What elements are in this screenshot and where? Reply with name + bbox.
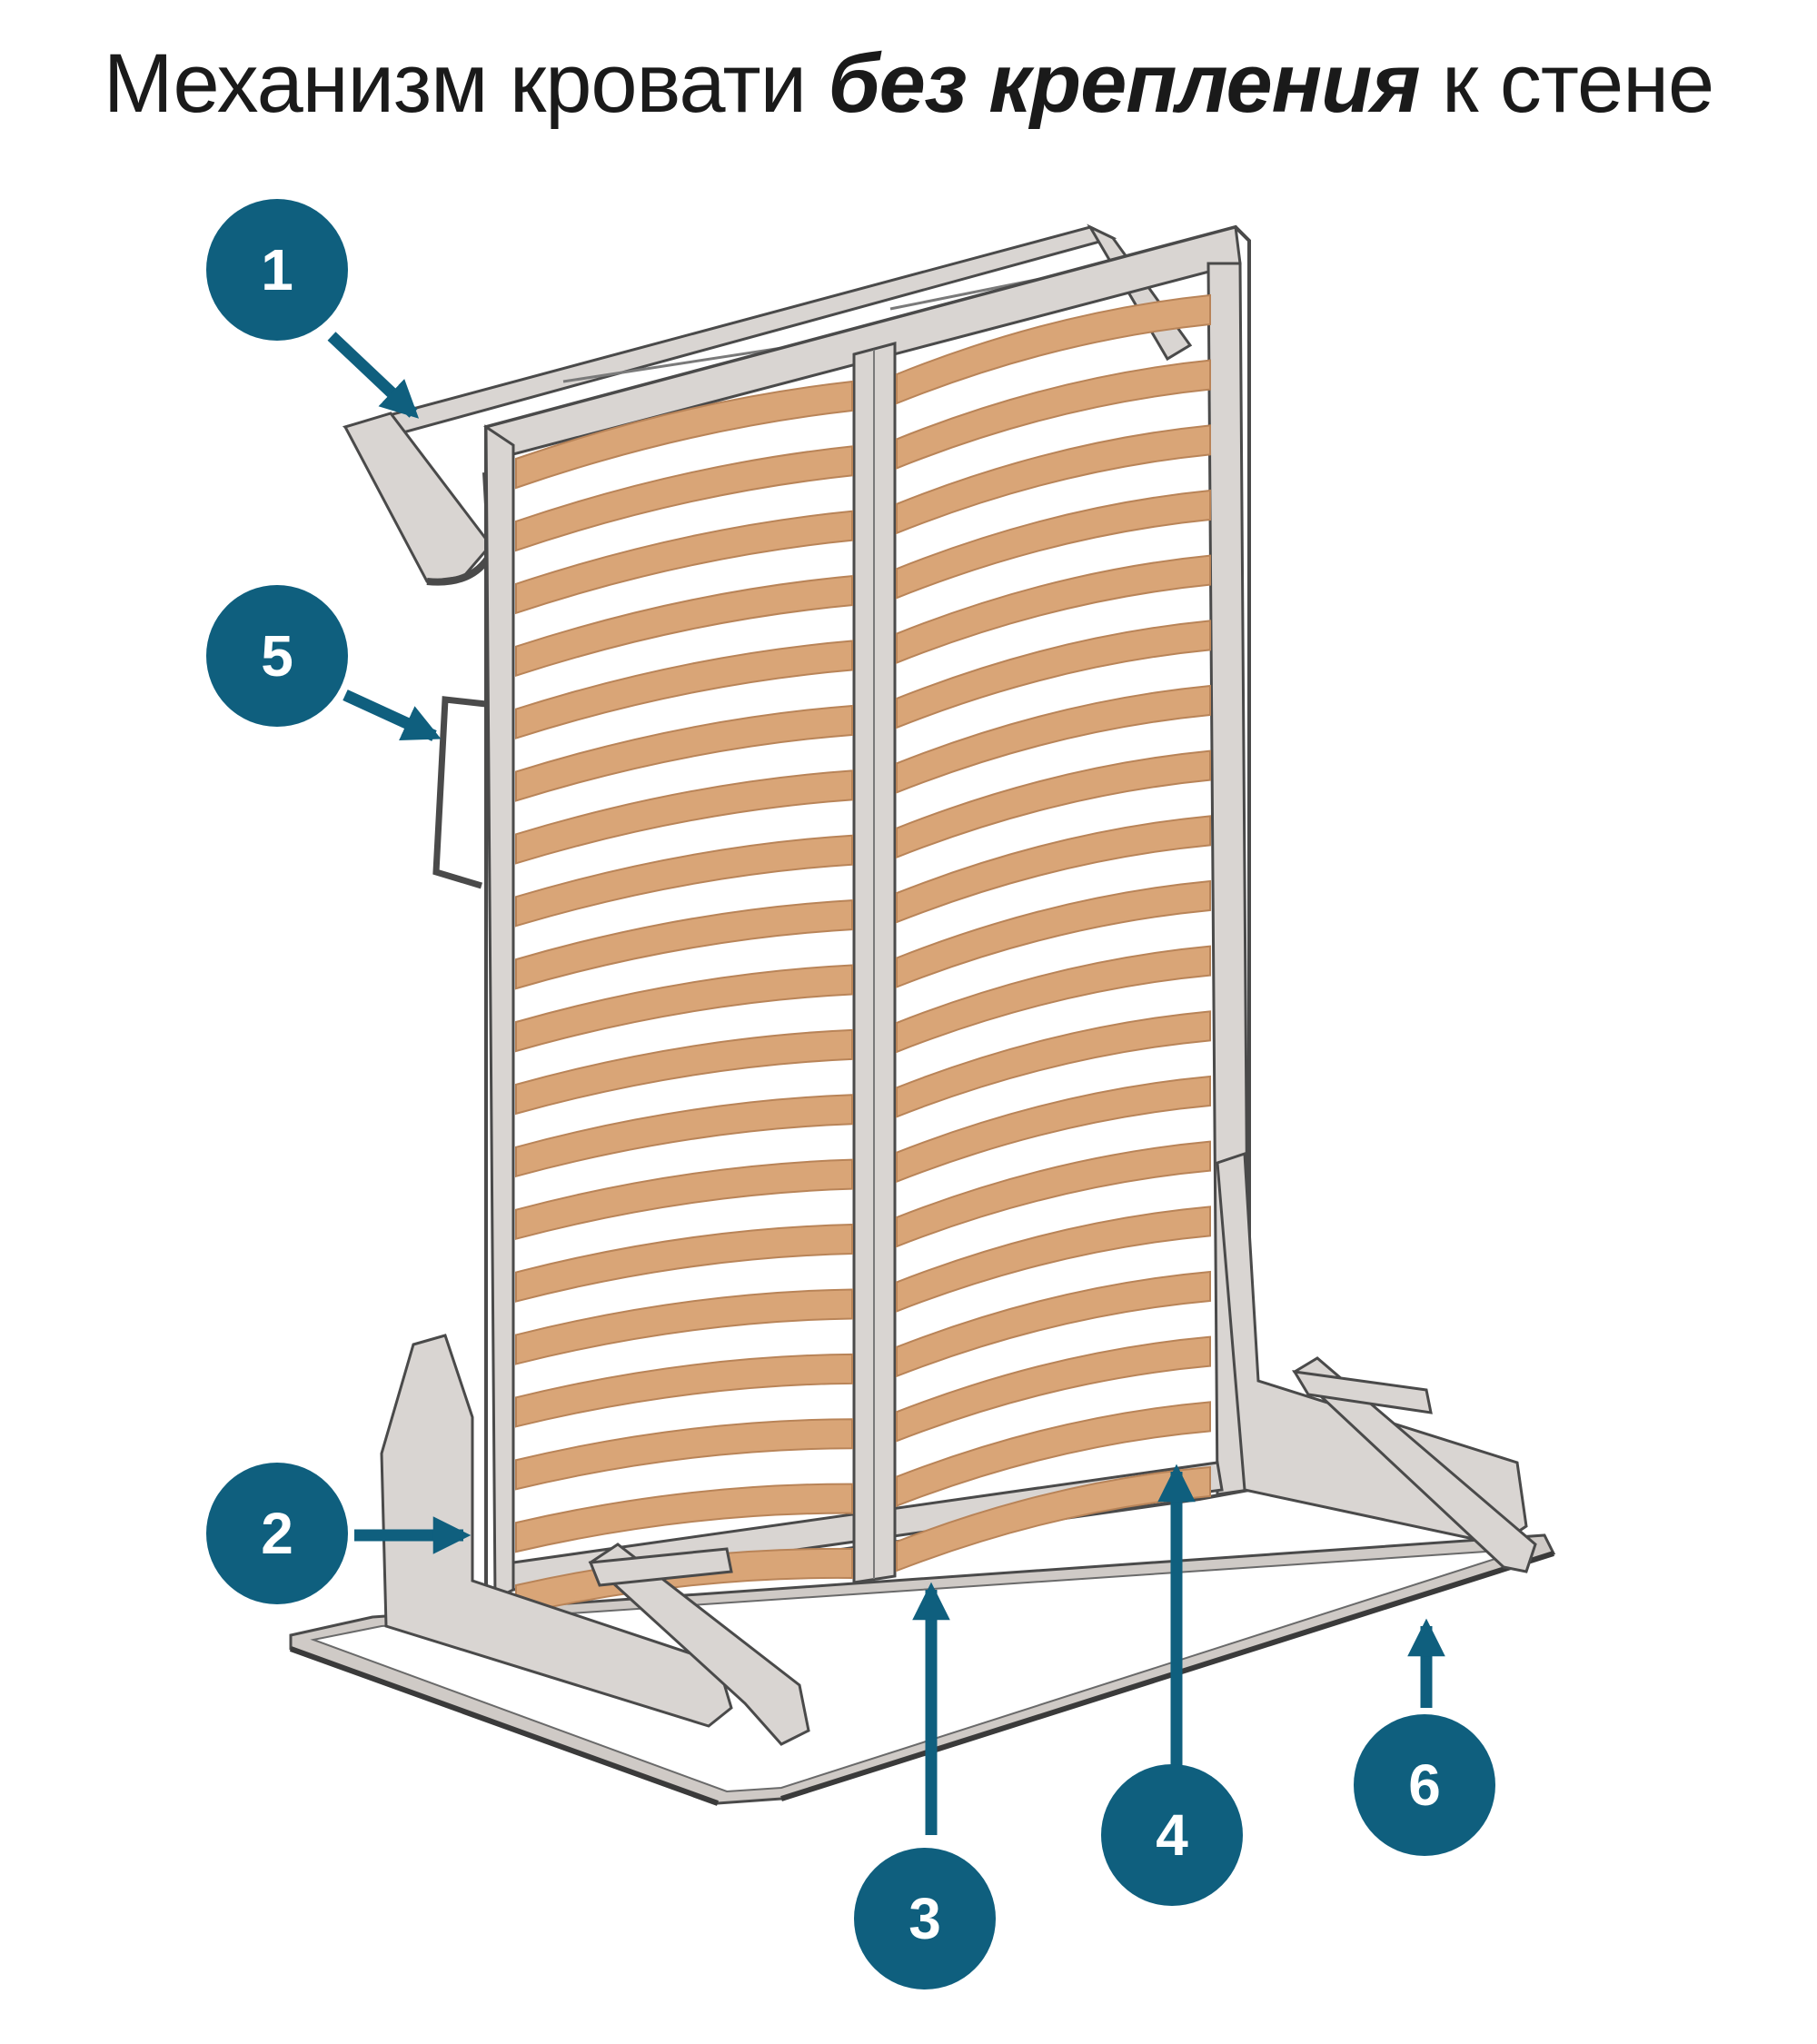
slat-left <box>515 1224 853 1303</box>
callout-5: 5 <box>206 585 348 727</box>
callout-3: 3 <box>854 1848 996 1989</box>
base-frame <box>289 1533 1556 1806</box>
slat-right <box>896 684 1211 794</box>
slat-right <box>896 1270 1211 1378</box>
title-part-regular: Механизм кровати <box>103 37 829 130</box>
lift-arm-right <box>1292 1356 1537 1573</box>
callout-1: 1 <box>206 199 348 341</box>
svg-text:2: 2 <box>261 1501 293 1566</box>
slat-left <box>515 899 853 990</box>
slat-right <box>896 1010 1211 1118</box>
svg-text:1: 1 <box>261 237 293 303</box>
handle <box>432 696 487 889</box>
svg-text:6: 6 <box>1408 1752 1441 1818</box>
slat-right <box>896 424 1211 535</box>
svg-text:4: 4 <box>1156 1802 1188 1868</box>
callout-4: 4 <box>1101 1764 1243 1906</box>
slat-right <box>896 1206 1211 1313</box>
arrow-1 <box>327 332 420 419</box>
slat-left <box>515 640 853 739</box>
callout-2: 2 <box>206 1463 348 1604</box>
page-title: Механизм кровати без крепления к стене <box>0 36 1817 132</box>
slat-left <box>515 704 853 802</box>
slat-right <box>896 554 1211 665</box>
slat-right <box>896 749 1211 859</box>
slat-left <box>515 834 853 928</box>
slat-left <box>515 1288 853 1365</box>
lift-arm-left <box>588 1543 810 1746</box>
slats <box>515 293 1211 1616</box>
slat-left <box>515 510 853 615</box>
slat-left <box>515 1483 853 1553</box>
slat-right <box>896 1140 1211 1248</box>
slat-right <box>896 293 1211 405</box>
slat-right <box>896 489 1211 600</box>
svg-text:3: 3 <box>908 1886 941 1951</box>
slat-left <box>515 1418 853 1491</box>
slat-left <box>515 964 853 1053</box>
slat-right <box>896 815 1211 924</box>
slat-right <box>896 1335 1211 1443</box>
slat-right <box>896 620 1211 729</box>
slat-left <box>515 575 853 678</box>
slat-right <box>896 879 1211 988</box>
slat-left <box>515 445 853 552</box>
slat-left <box>515 1158 853 1240</box>
svg-text:5: 5 <box>261 623 293 689</box>
slat-left <box>515 380 853 490</box>
title-part-bold: без крепления <box>828 37 1421 130</box>
callout-arrows <box>327 332 1445 1835</box>
callout-6: 6 <box>1354 1714 1495 1856</box>
slat-left <box>515 1094 853 1178</box>
slat-right <box>896 945 1211 1054</box>
slat-left <box>515 1353 853 1428</box>
slat-right <box>896 359 1211 470</box>
slat-left <box>515 1028 853 1116</box>
callouts: 1 5 2 3 4 6 <box>206 199 1495 1989</box>
arrow-5 <box>343 690 442 741</box>
slat-left <box>515 769 853 865</box>
slat-right <box>896 1075 1211 1184</box>
slat-right <box>896 1465 1211 1573</box>
title-part-regular-end: к стене <box>1419 37 1714 130</box>
side-plate-right <box>1216 1151 1528 1546</box>
slat-right <box>896 1401 1211 1508</box>
